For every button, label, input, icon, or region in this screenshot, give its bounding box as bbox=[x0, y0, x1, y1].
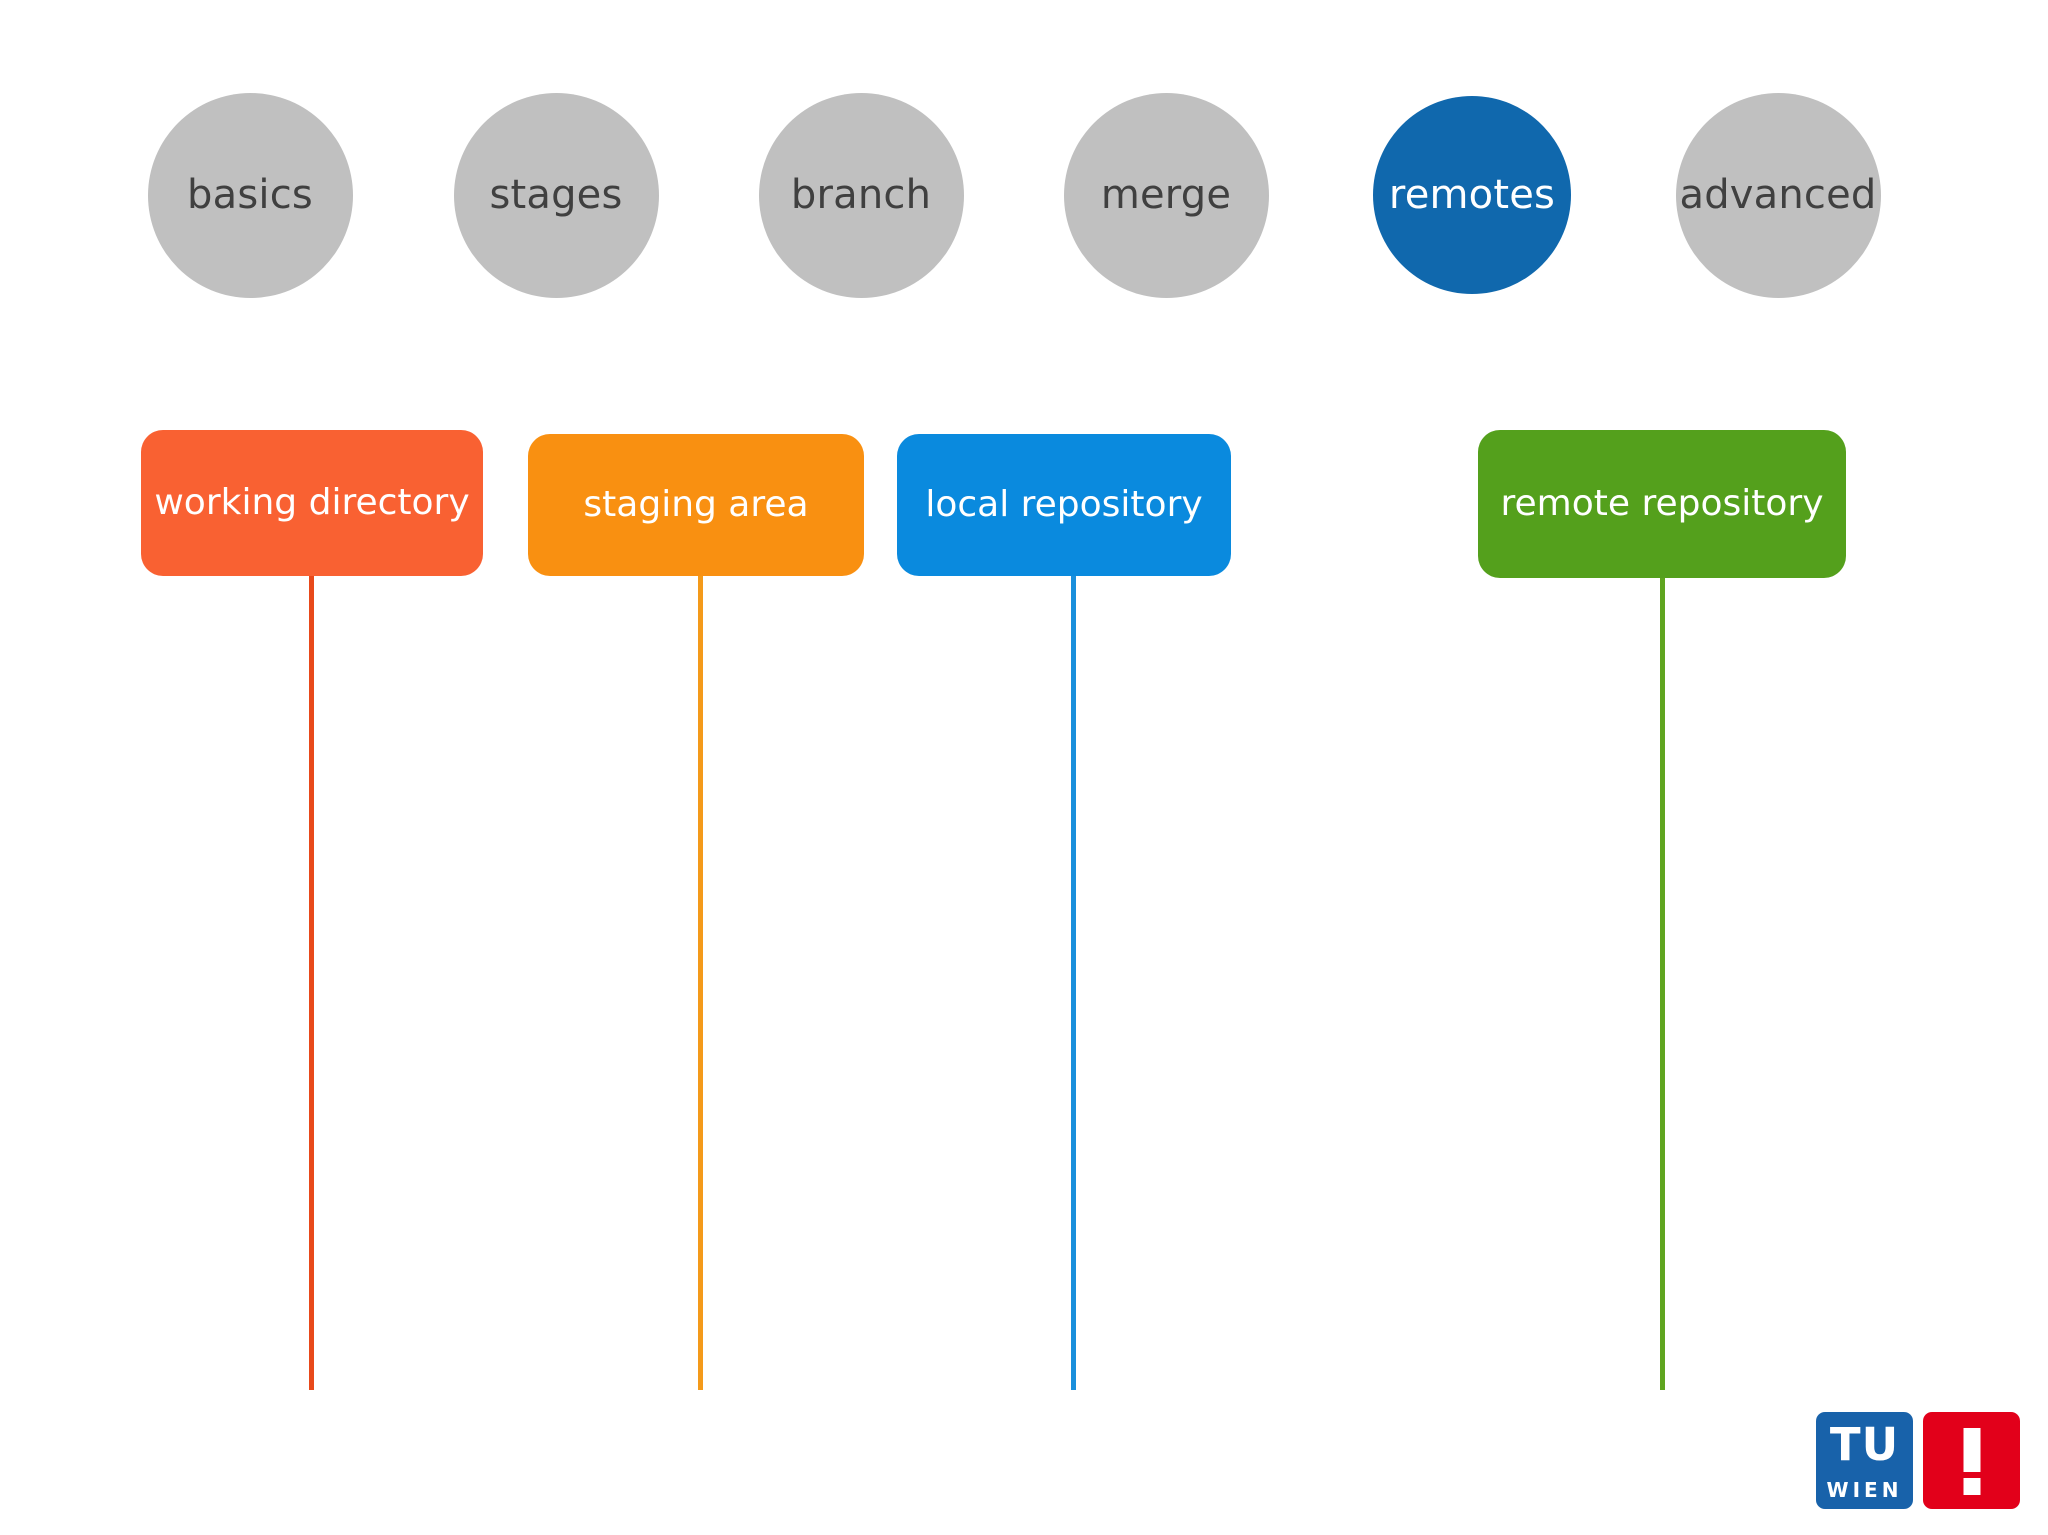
nav-circle-label: remotes bbox=[1388, 172, 1556, 218]
nav-circle-label: advanced bbox=[1679, 172, 1877, 218]
tu-wien-logo: TU WIEN bbox=[1816, 1412, 2020, 1509]
nav-circle-label: merge bbox=[1100, 172, 1232, 218]
tu-wien-logo-red-tile bbox=[1923, 1412, 2020, 1509]
nav-circle-stages[interactable]: stages bbox=[453, 92, 659, 298]
tu-wien-logo-blue-tile: TU WIEN bbox=[1816, 1412, 1913, 1509]
lane-box-label: local repository bbox=[925, 484, 1203, 525]
tu-wien-logo-tu-text: TU bbox=[1829, 1418, 1900, 1471]
lane-box-working-directory[interactable]: working directory bbox=[141, 430, 483, 576]
nav-circle-label: basics bbox=[187, 172, 313, 218]
nav-circle-merge[interactable]: merge bbox=[1063, 92, 1269, 298]
lane-box-local-repository[interactable]: local repository bbox=[897, 434, 1231, 576]
nav-circle-advanced[interactable]: advanced bbox=[1675, 92, 1881, 298]
lane-box-remote-repository[interactable]: remote repository bbox=[1478, 430, 1846, 578]
lane-lifeline-staging-area bbox=[698, 576, 703, 1390]
nav-circle-basics[interactable]: basics bbox=[147, 92, 353, 298]
exclamation-icon-stem bbox=[1963, 1428, 1980, 1472]
nav-circle-label: stages bbox=[489, 172, 623, 218]
lane-lifeline-local-repository bbox=[1071, 576, 1076, 1390]
exclamation-icon-dot bbox=[1963, 1478, 1980, 1495]
lane-lifeline-remote-repository bbox=[1660, 578, 1665, 1390]
lane-box-staging-area[interactable]: staging area bbox=[528, 434, 864, 576]
nav-circle-label: branch bbox=[790, 172, 932, 218]
lane-lifeline-working-directory bbox=[309, 576, 314, 1390]
lane-box-label: working directory bbox=[154, 482, 470, 523]
lane-box-label: remote repository bbox=[1500, 483, 1824, 524]
nav-circle-branch[interactable]: branch bbox=[758, 92, 964, 298]
tu-wien-logo-wien-text: WIEN bbox=[1826, 1478, 1903, 1502]
lane-box-label: staging area bbox=[583, 484, 809, 525]
nav-circle-remotes[interactable]: remotes bbox=[1373, 96, 1571, 294]
